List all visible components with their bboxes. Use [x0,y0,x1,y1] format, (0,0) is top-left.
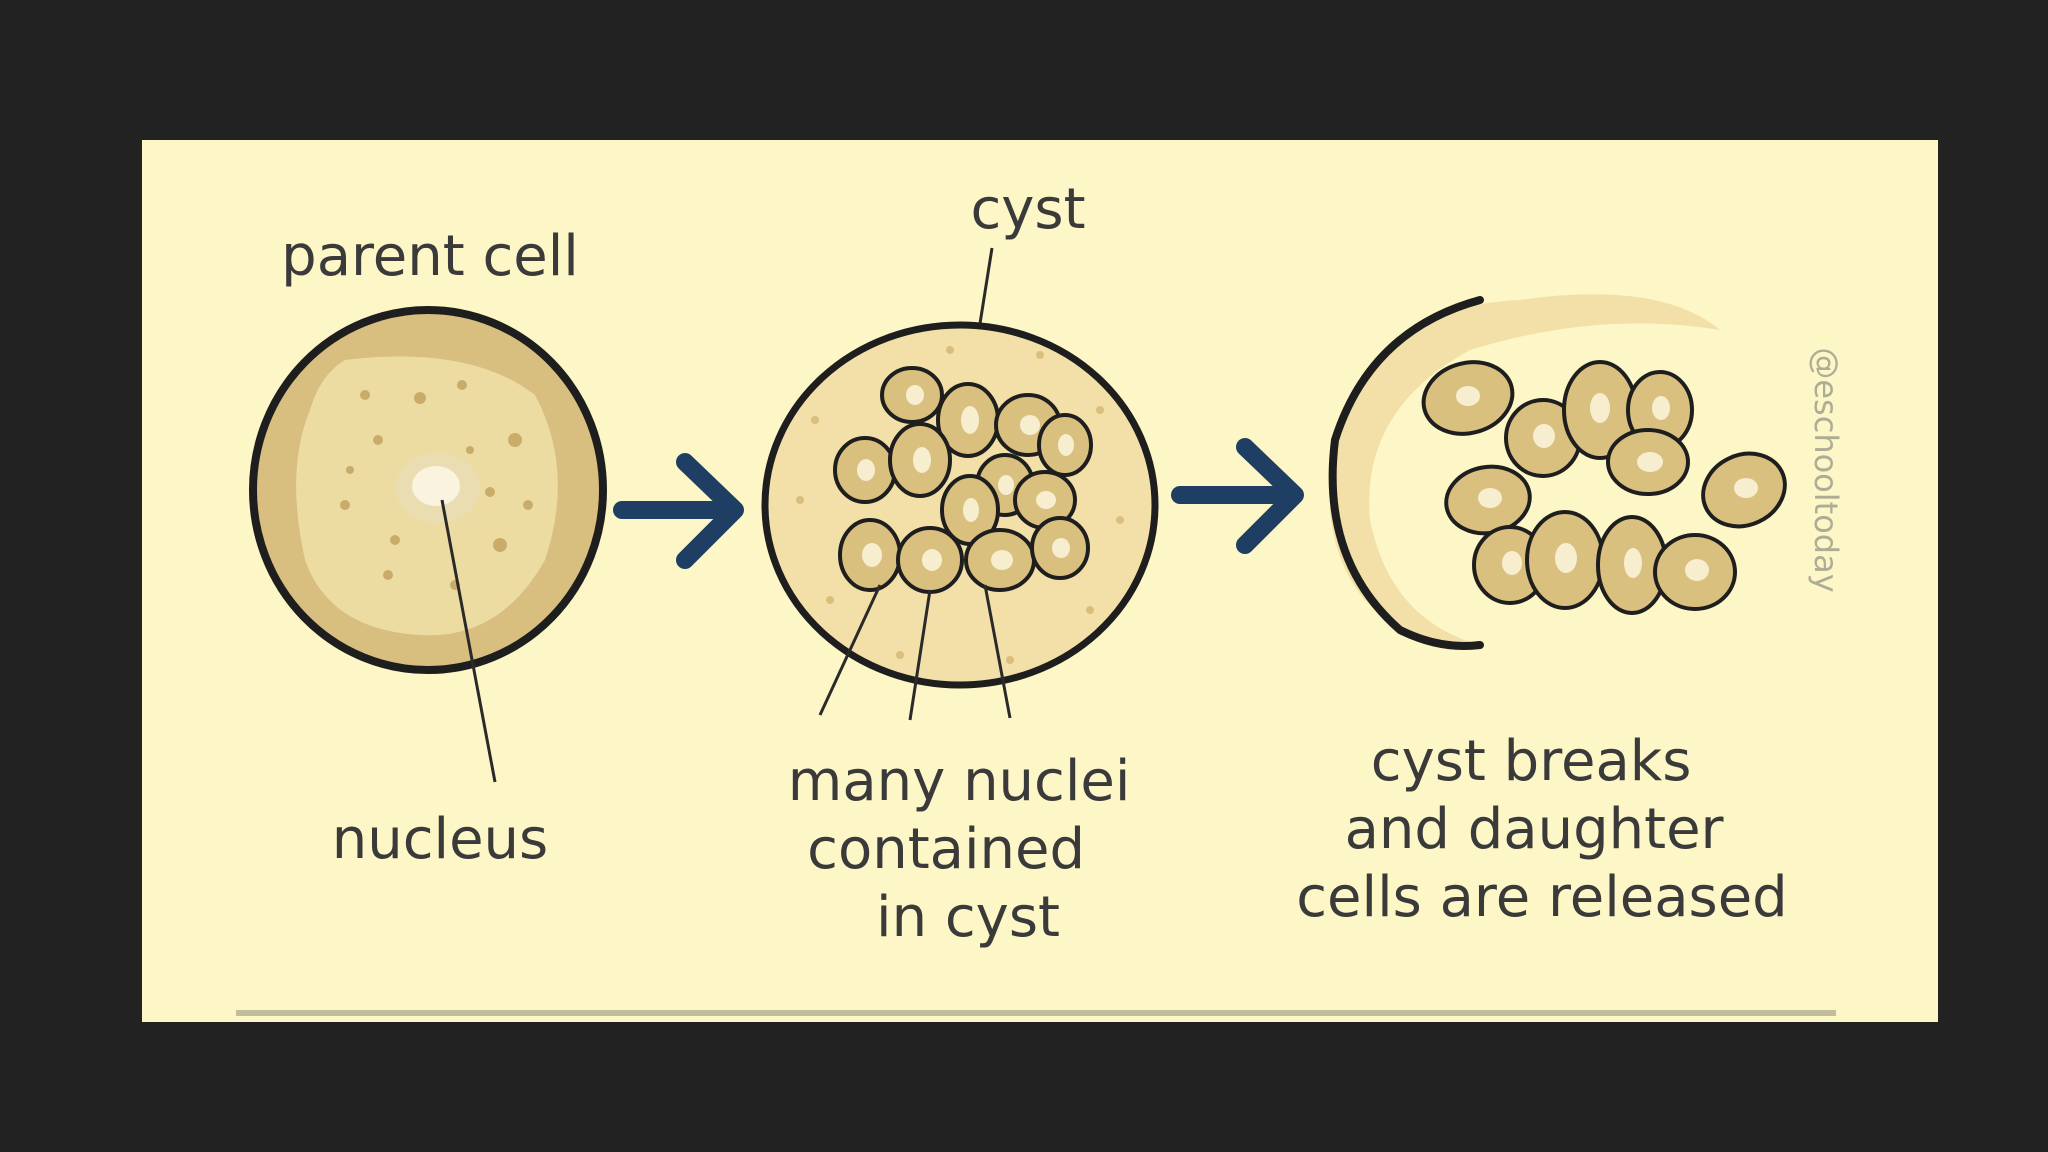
arrow-right-icon [1171,438,1304,554]
release-caption-line-3: cells are released [1296,865,1787,930]
nuclei-caption-line-2: contained [807,817,1085,882]
nuclei-pointer-lines [818,584,1012,721]
parent-cell-label: parent cell [281,224,579,289]
arrow-right-icon [613,453,744,569]
stage-cyst: cyst [761,177,1159,950]
cyst-nuclei-spots [857,385,1074,571]
stage-cyst-breaks: cyst breaks and daughter cells are relea… [1296,294,1788,930]
watermark: @eschooltoday [1807,347,1845,592]
nucleus-label: nucleus [332,807,548,872]
cyst-label: cyst [970,177,1085,242]
nucleus-core [412,466,460,506]
daughter-cells [1421,360,1787,615]
cutoff-caption-line [236,1010,1836,1016]
nuclei-caption-line-3: in cyst [876,885,1060,950]
nuclei-caption: many nuclei contained in cyst [788,749,1148,950]
nuclei-caption-line-1: many nuclei [788,749,1131,814]
release-caption: cyst breaks and daughter cells are relea… [1296,729,1787,930]
release-caption-line-1: cyst breaks [1371,729,1692,794]
release-caption-line-2: and daughter [1345,797,1725,862]
parent-cell-granules [340,380,533,590]
broken-cyst-wall-outline [1328,296,1484,650]
daughter-cell-nuclei [1456,386,1758,581]
cyst-granules [796,346,1124,664]
nucleus-pointer-line [440,499,497,783]
stage-parent-cell: parent cell nucleus [249,224,607,872]
